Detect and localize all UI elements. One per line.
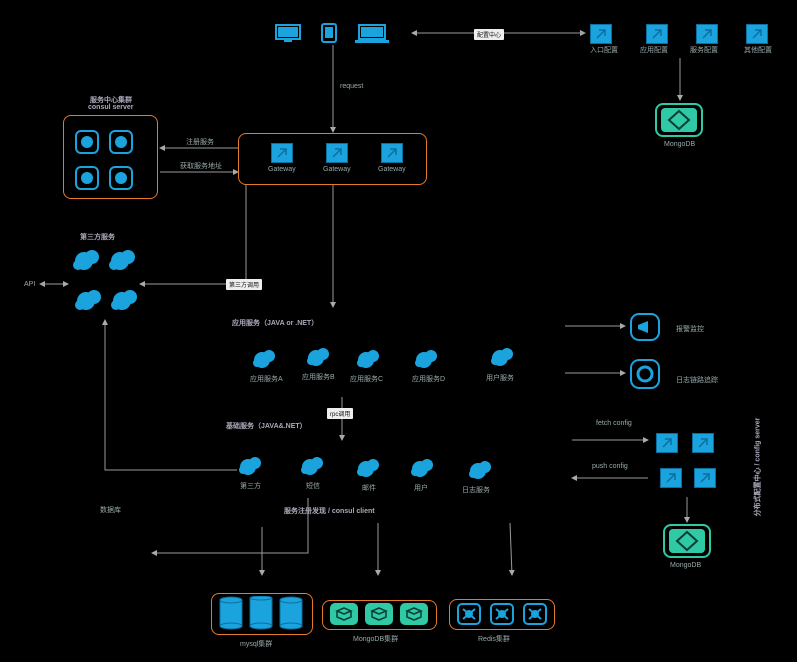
basic-services-title: 基础服务（JAVA&.NET） xyxy=(226,423,307,430)
basic-service-cloud-icon xyxy=(469,461,491,479)
gateway-box xyxy=(238,133,427,185)
config-server-title: 分布式配置中心 / config server xyxy=(754,417,762,517)
config-server-node xyxy=(694,468,716,488)
basic-service-cloud-icon xyxy=(239,457,261,475)
mysql-database-icons xyxy=(219,596,303,630)
redis-cluster-box xyxy=(449,599,555,630)
config-item-app xyxy=(646,24,668,44)
tracing-label: 日志链路追踪 xyxy=(676,377,718,384)
config-item-label: 服务配置 xyxy=(690,47,718,54)
server-node-icon xyxy=(75,166,99,190)
mongodb-bottom-label: MongoDB xyxy=(670,562,702,569)
app-service-cloud-icon xyxy=(307,348,329,366)
consul-client-label: 服务注册发现 / consul client xyxy=(284,508,375,515)
config-icon xyxy=(652,29,662,39)
server-node-icon xyxy=(109,166,133,190)
config-icon xyxy=(596,29,606,39)
gateway-label: Gateway xyxy=(268,166,296,173)
app-service-cloud-icon xyxy=(415,350,437,368)
app-service-cloud-icon xyxy=(357,350,379,368)
config-server-icon xyxy=(700,473,710,483)
app-service-label: 应用服务B xyxy=(302,374,335,381)
register-label: 注册服务 xyxy=(186,139,214,146)
gateway-label: Gateway xyxy=(378,166,406,173)
gateway-label: Gateway xyxy=(323,166,351,173)
mongo-cluster-icons xyxy=(330,603,428,625)
mongo-cluster-box xyxy=(322,600,437,630)
app-service-cloud-icon xyxy=(253,350,275,368)
basic-service-cloud-icon xyxy=(411,459,433,477)
consul-server-subtitle: consul server xyxy=(88,104,134,111)
alert-monitor-label: 报警监控 xyxy=(676,326,704,333)
desktop-icon xyxy=(275,24,301,42)
gateway-icon xyxy=(332,148,342,158)
basic-service-label: 邮件 xyxy=(362,485,376,492)
config-server-node xyxy=(692,433,714,453)
config-icon xyxy=(702,29,712,39)
app-service-label: 用户服务 xyxy=(486,375,514,382)
server-node-icon xyxy=(75,130,99,154)
app-service-label: 应用服务A xyxy=(250,376,283,383)
gateway-icon xyxy=(277,148,287,158)
config-item-label: 应用配置 xyxy=(640,47,668,54)
app-service-label: 应用服务C xyxy=(350,376,384,383)
config-item-label: 入口配置 xyxy=(590,47,618,54)
alert-monitor-icon xyxy=(630,313,660,341)
request-label: request xyxy=(340,83,364,90)
gateway-icon xyxy=(387,148,397,158)
basic-service-cloud-icon xyxy=(357,459,379,477)
basic-service-label: 用户 xyxy=(414,485,428,492)
third-party-title: 第三方服务 xyxy=(80,234,115,241)
config-server-node xyxy=(656,433,678,453)
push-config-label: push config xyxy=(592,463,628,470)
basic-service-label: 短信 xyxy=(306,483,320,490)
discover-label: 获取服务地址 xyxy=(180,163,222,170)
gateway-node xyxy=(326,143,348,163)
config-server-icon xyxy=(698,438,708,448)
tablet-icon xyxy=(321,23,337,43)
laptop-icon xyxy=(355,24,389,43)
consul-server-nodes xyxy=(72,130,152,196)
api-label: API xyxy=(24,281,36,288)
config-server-icon xyxy=(662,438,672,448)
config-item-other xyxy=(746,24,768,44)
config-server-node xyxy=(660,468,682,488)
mongodb-icon xyxy=(663,524,711,558)
config-item-entry xyxy=(590,24,612,44)
tracing-icon xyxy=(630,359,660,389)
config-center-tag: 配置中心 xyxy=(474,29,505,40)
storage-section-label: 数据库 xyxy=(100,507,121,514)
redis-cluster-label: Redis集群 xyxy=(478,636,510,643)
basic-service-label: 日志服务 xyxy=(462,487,490,494)
mysql-cluster-label: mysql集群 xyxy=(240,641,273,648)
config-server-icon xyxy=(666,473,676,483)
user-service-cloud-icon xyxy=(491,348,513,366)
mongodb-icon xyxy=(655,103,703,137)
gateway-node xyxy=(381,143,403,163)
rpc-tag: rpc调用 xyxy=(327,408,354,419)
third-party-call-tag: 第三方调用 xyxy=(226,279,263,290)
config-icon xyxy=(752,29,762,39)
server-node-icon xyxy=(109,130,133,154)
third-party-cloud-icons xyxy=(73,250,137,310)
fetch-config-label: fetch config xyxy=(596,420,632,427)
client-devices xyxy=(275,22,395,46)
basic-service-cloud-icon xyxy=(301,457,323,475)
app-service-label: 应用服务D xyxy=(412,376,446,383)
mongo-cluster-label: MongoDB集群 xyxy=(353,636,399,643)
consul-server-title: 服务中心集群 xyxy=(90,97,132,104)
gateway-node xyxy=(271,143,293,163)
redis-cluster-icons xyxy=(457,603,547,625)
mysql-cluster-box xyxy=(211,593,313,635)
app-services-title: 应用服务（JAVA or .NET） xyxy=(232,320,319,327)
consul-server-box xyxy=(63,115,158,199)
basic-service-label: 第三方 xyxy=(240,483,261,490)
config-item-service xyxy=(696,24,718,44)
config-item-label: 其他配置 xyxy=(744,47,772,54)
mongodb-top-label: MongoDB xyxy=(664,141,696,148)
